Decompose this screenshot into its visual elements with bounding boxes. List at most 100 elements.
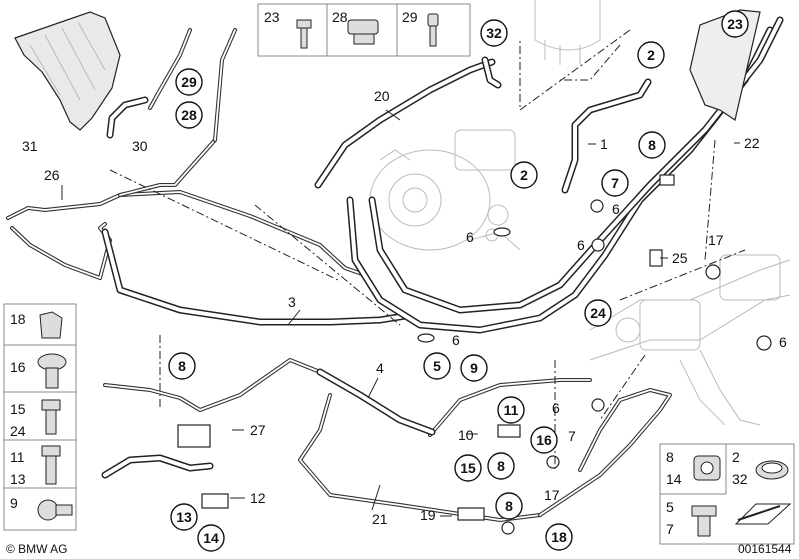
top-legend-num-0: 23 [264, 9, 280, 25]
bolt-icon [296, 19, 312, 49]
circled-label-7: 7 [601, 169, 629, 197]
label-1: 1 [600, 136, 608, 152]
banjo-bolt-icon [37, 353, 67, 389]
svg-text:14: 14 [203, 530, 219, 546]
svg-text:7: 7 [611, 175, 619, 191]
reservoir-ghost-drawing [534, 0, 601, 65]
svg-text:11: 11 [504, 402, 519, 418]
label-31: 31 [22, 138, 38, 154]
svg-text:32: 32 [486, 25, 502, 41]
label-30: 30 [132, 138, 148, 154]
label-4: 4 [376, 360, 384, 376]
right-legend-2-num-0: 5 [666, 499, 674, 515]
heat-shield [14, 11, 121, 131]
circled-label-18: 18 [545, 523, 573, 551]
circled-label-9: 9 [460, 354, 488, 382]
left-legend-4-num-0: 9 [10, 495, 18, 511]
svg-text:15: 15 [460, 460, 476, 476]
assembly-dash-lines [109, 29, 746, 470]
svg-text:2: 2 [520, 167, 528, 183]
label-19: 19 [420, 507, 436, 523]
circled-label-8d: 8 [495, 492, 523, 520]
svg-text:8: 8 [505, 498, 513, 514]
svg-text:24: 24 [590, 305, 606, 321]
circled-label-16: 16 [530, 426, 558, 454]
pipes [6, 28, 672, 522]
top-legend-num-1: 28 [332, 9, 348, 25]
svg-text:2: 2 [647, 47, 655, 63]
label-26: 26 [44, 167, 60, 183]
right-legend-1-num-1: 32 [732, 471, 748, 487]
circled-label-8a: 8 [638, 131, 666, 159]
left-legend-3-num-0: 11 [10, 449, 25, 465]
copyright-text: © BMW AG [6, 542, 68, 556]
label-6f: 6 [779, 334, 787, 350]
svg-text:8: 8 [497, 458, 505, 474]
plug-bolt-icon [691, 505, 717, 537]
left-legend-1-num-0: 16 [10, 359, 26, 375]
label-27: 27 [250, 422, 266, 438]
hex-bolt-icon [41, 399, 61, 435]
hose-clamp-icon [39, 311, 63, 339]
circled-label-5: 5 [423, 352, 451, 380]
right-legend-0-num-0: 8 [666, 449, 674, 465]
right-legend-0-num-1: 14 [666, 471, 682, 487]
part-labels: 1 3 4 6 6 6 6 6 6 7 10 12 17 17 19 20 21… [22, 88, 787, 527]
svg-text:5: 5 [433, 358, 441, 374]
heat-shield-ribs [29, 21, 106, 101]
steering-gear-ghost-drawing [589, 254, 791, 426]
svg-text:18: 18 [551, 529, 567, 545]
circled-label-24: 24 [584, 299, 612, 327]
leader-lines [61, 109, 740, 517]
circled-label-2a: 2 [637, 41, 665, 69]
left-legend-2-num-1: 24 [10, 423, 26, 439]
label-6c: 6 [466, 229, 474, 245]
circled-label-23: 23 [721, 10, 749, 38]
small-parts [177, 174, 772, 535]
svg-text:8: 8 [648, 137, 656, 153]
left-legend-0-num-0: 18 [10, 311, 26, 327]
circled-part-labels: 2 2 5 7 8 8 8 8 9 11 13 14 15 16 18 23 2… [168, 10, 749, 552]
label-3: 3 [288, 294, 296, 310]
label-22: 22 [744, 135, 760, 151]
label-21: 21 [372, 511, 388, 527]
label-17a: 17 [708, 232, 724, 248]
circled-label-2b: 2 [510, 161, 538, 189]
right-legend-1-num-0: 2 [732, 449, 740, 465]
circled-label-29: 29 [175, 68, 203, 96]
label-6e: 6 [552, 400, 560, 416]
circled-label-14: 14 [197, 524, 225, 552]
svg-text:8: 8 [178, 358, 186, 374]
top-legend-num-2: 29 [402, 9, 418, 25]
label-10: 10 [458, 427, 474, 443]
circled-label-8b: 8 [168, 352, 196, 380]
label-7: 7 [568, 428, 576, 444]
pump-ghost-drawing [369, 129, 521, 251]
right-legend: 8 14 2 32 5 7 [659, 443, 795, 545]
svg-text:13: 13 [176, 509, 192, 525]
pipe-clip-icon [37, 499, 73, 521]
label-6a: 6 [612, 201, 620, 217]
hoses [101, 16, 784, 479]
label-20: 20 [374, 88, 390, 104]
svg-text:23: 23 [727, 16, 743, 32]
top-legend: 23 28 29 [257, 3, 471, 57]
arrow-icon [734, 503, 792, 525]
svg-text:28: 28 [181, 107, 197, 123]
circled-label-15: 15 [454, 454, 482, 482]
left-legend-3-num-1: 13 [10, 471, 26, 487]
stud-icon [427, 13, 439, 47]
part-number-text: 00161544 [738, 542, 792, 556]
left-legend: 18 16 15 24 11 13 9 [3, 303, 77, 531]
left-legend-2-num-0: 15 [10, 401, 26, 417]
svg-text:9: 9 [470, 360, 478, 376]
label-6d: 6 [452, 332, 460, 348]
circled-label-11: 11 [497, 396, 525, 424]
bracket-22 [689, 9, 761, 121]
circled-label-32: 32 [480, 19, 508, 47]
clip-nut-icon [347, 19, 379, 45]
label-12: 12 [250, 490, 266, 506]
svg-text:16: 16 [536, 432, 552, 448]
label-25: 25 [672, 250, 688, 266]
